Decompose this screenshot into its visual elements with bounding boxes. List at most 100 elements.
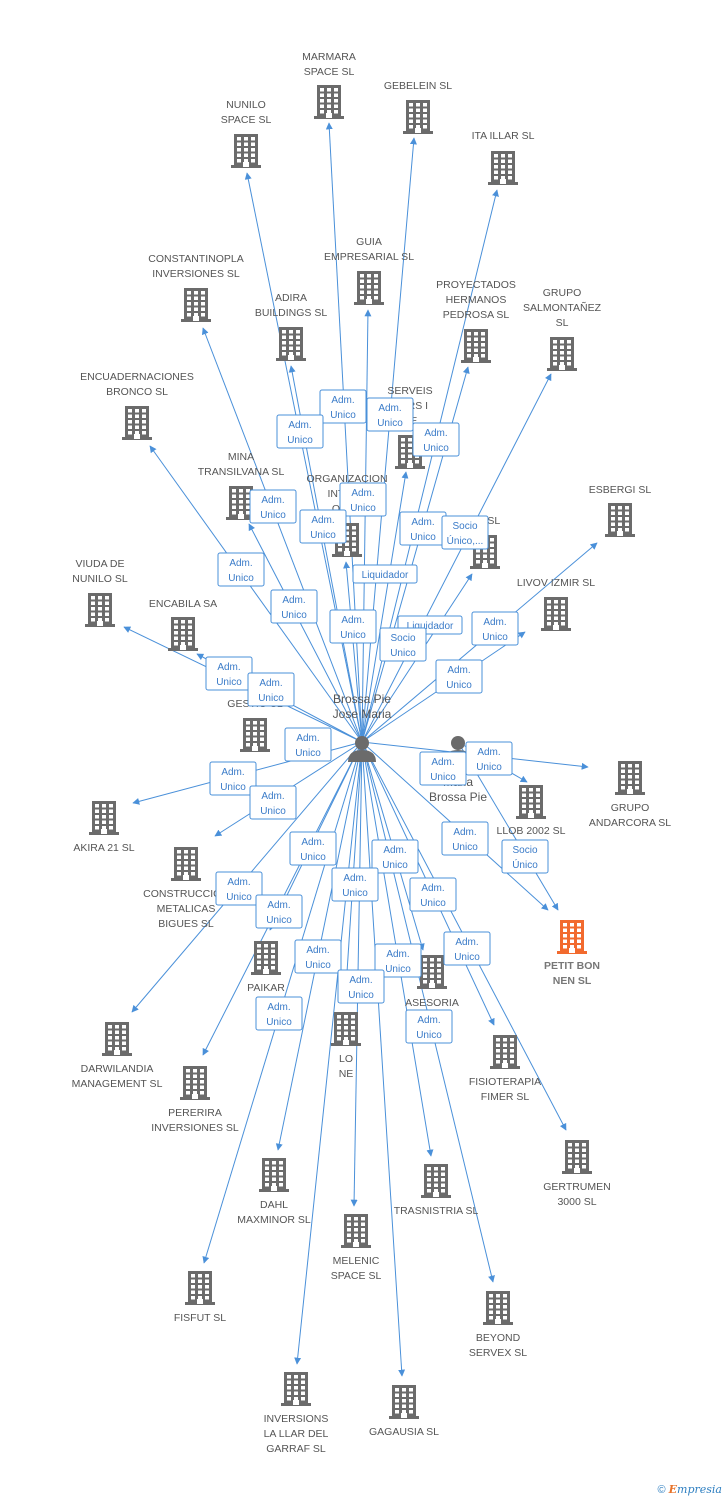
role-badge[interactable]: Adm.Unico — [441, 821, 489, 856]
role-badge[interactable]: Adm.Unico — [399, 511, 447, 546]
role-badge[interactable]: Adm.Unico — [329, 609, 377, 644]
role-badge[interactable]: Adm.Unico — [471, 611, 519, 646]
company-building-icon[interactable] — [85, 593, 115, 627]
company-building-icon[interactable] — [259, 1158, 289, 1192]
footer-brand[interactable]: ©Empresia — [658, 1483, 722, 1496]
company-label[interactable]: GAGAUSIA SL — [369, 1426, 439, 1438]
role-badge[interactable]: Adm.Unico — [412, 422, 460, 457]
company-building-icon[interactable] — [180, 1066, 210, 1100]
company-building-icon[interactable] — [168, 617, 198, 651]
role-badge[interactable]: Liquidador — [352, 564, 418, 584]
company-building-icon[interactable] — [240, 718, 270, 752]
company-building-icon[interactable] — [605, 503, 635, 537]
role-badge[interactable]: Adm.Unico — [337, 969, 385, 1004]
company-building-icon[interactable] — [281, 1372, 311, 1406]
role-badge[interactable]: Adm.Unico — [205, 656, 253, 691]
role-badge[interactable]: Adm.Unico — [319, 389, 367, 424]
role-badge[interactable]: SocioÚnico,... — [441, 515, 489, 550]
role-badge[interactable]: Adm.Unico — [371, 839, 419, 874]
company-building-icon[interactable] — [331, 1012, 361, 1046]
role-badge[interactable]: Adm.Unico — [289, 831, 337, 866]
role-badge[interactable]: Adm.Unico — [374, 943, 422, 978]
company-label[interactable]: GEBELEIN SL — [384, 80, 452, 92]
role-badge[interactable]: Adm.Unico — [339, 482, 387, 517]
role-badge[interactable]: Adm.Unico — [215, 871, 263, 906]
role-badge[interactable]: Adm.Unico — [249, 785, 297, 820]
role-badge[interactable]: Adm.Unico — [255, 996, 303, 1031]
company-building-icon[interactable] — [185, 1271, 215, 1305]
company-building-icon[interactable] — [122, 406, 152, 440]
company-building-icon[interactable] — [421, 1164, 451, 1198]
company-label[interactable]: LIVOV IZMIR SL — [517, 577, 595, 589]
company-label[interactable]: ITA ILLAR SL — [472, 130, 535, 142]
company-building-icon[interactable] — [461, 329, 491, 363]
company-building-icon[interactable] — [403, 100, 433, 134]
role-badge[interactable]: Adm.Unico — [284, 727, 332, 762]
company-building-icon[interactable] — [276, 327, 306, 361]
company-building-icon[interactable] — [102, 1022, 132, 1056]
company-label[interactable]: FISFUT SL — [174, 1312, 226, 1324]
company-building-icon[interactable] — [354, 271, 384, 305]
company-building-icon[interactable] — [547, 337, 577, 371]
role-badge[interactable]: Adm.Unico — [270, 589, 318, 624]
role-badge[interactable]: Adm.Unico — [331, 867, 379, 902]
company-label[interactable]: TRASNISTRIA SL — [394, 1205, 479, 1217]
role-badge[interactable]: Adm.Unico — [465, 741, 513, 776]
company-label[interactable]: AKIRA 21 SL — [73, 842, 134, 854]
company-building-icon[interactable] — [516, 785, 546, 819]
role-badge[interactable]: Adm.Unico — [249, 489, 297, 524]
company-label[interactable]: LLOB 2002 SL — [497, 825, 566, 837]
person-icon[interactable] — [348, 736, 376, 762]
company-building-icon[interactable] — [332, 523, 362, 557]
role-badge[interactable]: Adm.Unico — [209, 761, 257, 796]
role-badge[interactable]: Adm.Unico — [276, 414, 324, 449]
role-badge[interactable]: Adm.Unico — [443, 931, 491, 966]
company-building-icon[interactable] — [231, 134, 261, 168]
company-building-icon[interactable] — [483, 1291, 513, 1325]
company-building-icon[interactable] — [389, 1385, 419, 1419]
company-building-icon[interactable] — [89, 801, 119, 835]
role-badge[interactable]: Adm.Unico — [299, 509, 347, 544]
company-building-icon[interactable] — [417, 955, 447, 989]
company-building-icon[interactable] — [541, 597, 571, 631]
company-label[interactable]: ESBERGI SL — [589, 484, 652, 496]
role-badge[interactable]: Adm.Unico — [366, 397, 414, 432]
company-building-icon[interactable] — [226, 486, 256, 520]
company-building-icon[interactable] — [490, 1035, 520, 1069]
company-building-icon[interactable] — [251, 941, 281, 975]
role-badge[interactable]: Adm.Unico — [409, 877, 457, 912]
company-label[interactable]: ENCABILA SA — [149, 598, 217, 610]
company-building-icon[interactable] — [171, 847, 201, 881]
company-building-icon[interactable] — [562, 1140, 592, 1174]
company-building-icon[interactable] — [341, 1214, 371, 1248]
target-company-icon[interactable] — [557, 920, 587, 954]
role-badge[interactable]: Adm.Unico — [217, 552, 265, 587]
role-badge[interactable]: Adm.Unico — [255, 894, 303, 929]
role-badge[interactable]: Adm.Unico — [405, 1009, 453, 1044]
company-building-icon[interactable] — [615, 761, 645, 795]
role-badge[interactable]: Adm.Unico — [294, 939, 342, 974]
company-building-icon[interactable] — [314, 85, 344, 119]
